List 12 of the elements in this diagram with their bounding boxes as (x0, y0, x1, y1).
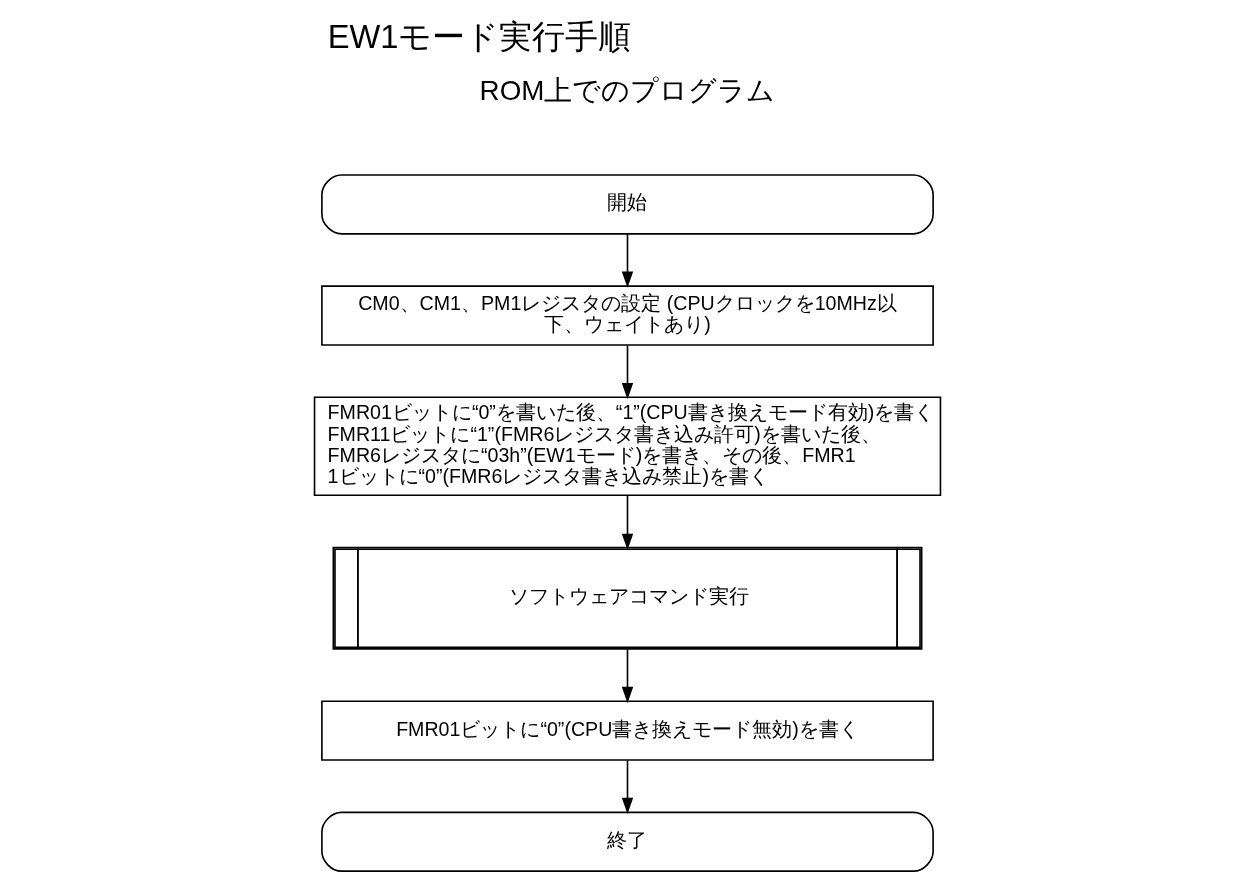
arrow (621, 344, 634, 400)
arrow (621, 648, 634, 704)
diagram-title: EW1モード実行手順 (327, 17, 632, 55)
arrow (621, 494, 634, 551)
label: ROM上でのプログラム (479, 74, 776, 106)
arrow (621, 233, 634, 288)
arrow (621, 759, 634, 815)
node-box: FMR01ビットに“0”を書いた後、“1”(CPU書き換えモード有効)を書く FMR11ビットに“1”(FMR6レジスタ書き込み許可)を書いた後、FMR6レジスタに“03h”(EW1モード)を書き、その後、FMR11ビットに“0”(FMR6レジスタ書き込み禁止)を書く (313, 396, 942, 497)
node-box: CM0、CM1、PM1レジスタの設定 (CPUクロックを10MHz以下、ウェイトあり) (321, 285, 934, 346)
node-box: 開始 (321, 174, 934, 235)
node-box: 終了 (321, 811, 934, 872)
node-box: FMR01ビットに“0”(CPU書き換えモード無効)を書く (321, 700, 934, 761)
